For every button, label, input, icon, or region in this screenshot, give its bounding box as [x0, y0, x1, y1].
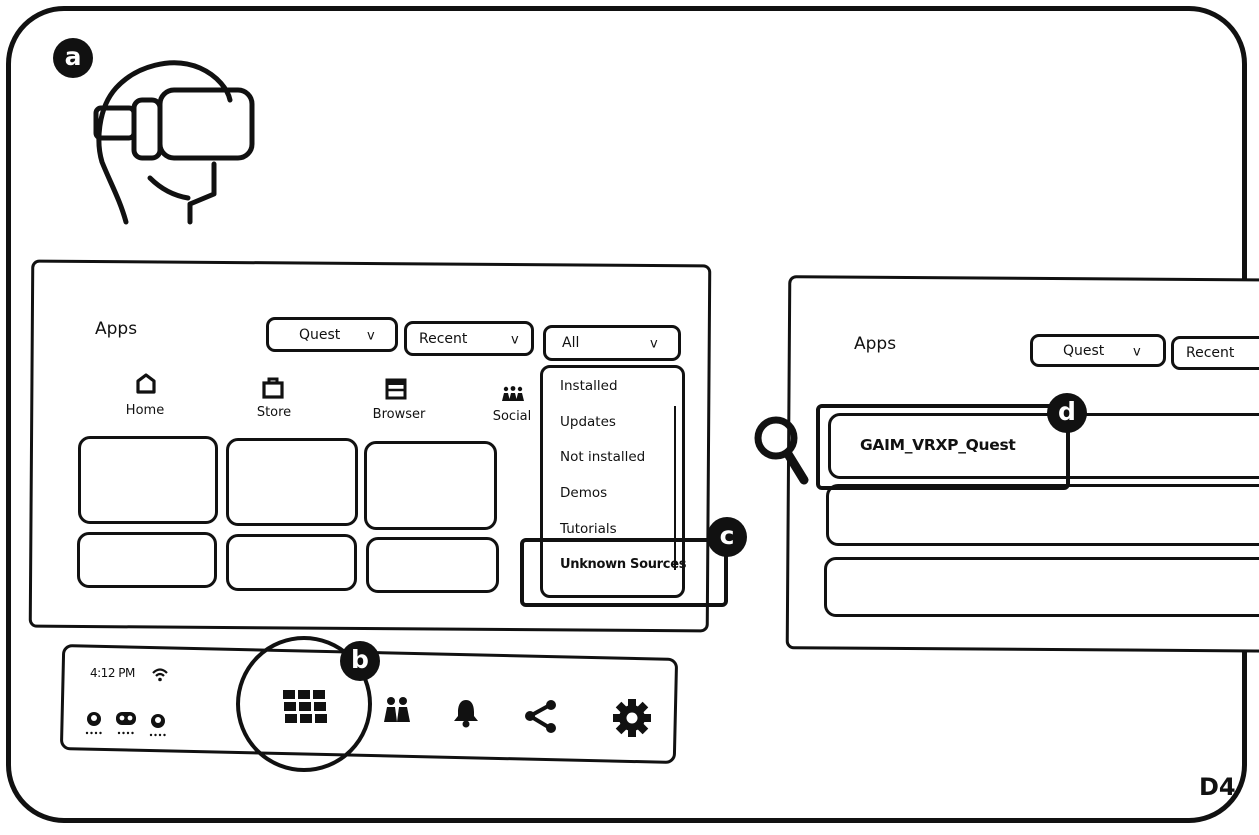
sort-filter[interactable]: Recent v — [404, 321, 534, 356]
device-filter-value: Quest — [299, 327, 340, 343]
controllers-icon — [114, 710, 138, 736]
sort-filter-value: Recent — [1186, 345, 1234, 361]
clock: 4:12 PM — [90, 666, 135, 680]
device-filter-value: Quest — [1063, 343, 1104, 359]
bell-icon[interactable] — [452, 698, 480, 728]
browser-icon — [385, 378, 407, 400]
wifi-icon — [151, 667, 169, 682]
sort-filter-value: Recent — [419, 331, 467, 347]
nav-browser[interactable]: Browser — [366, 407, 432, 422]
chevron-down-icon: v — [511, 332, 519, 347]
menu-item-tutorials[interactable]: Tutorials — [560, 521, 617, 537]
step-label: D4 — [1199, 773, 1236, 801]
list-item[interactable] — [824, 557, 1259, 617]
store-icon — [261, 377, 285, 399]
apps-title: Apps — [95, 319, 137, 339]
app-tile[interactable] — [78, 436, 218, 524]
nav-social[interactable]: Social — [488, 409, 536, 424]
device-filter[interactable]: Quest v — [1030, 334, 1166, 367]
list-item[interactable] — [826, 484, 1259, 546]
share-icon[interactable] — [523, 700, 559, 734]
highlight-search-result — [816, 404, 1070, 490]
headset-status-icon — [148, 712, 170, 738]
home-icon — [135, 372, 157, 394]
app-tile[interactable] — [77, 532, 217, 588]
app-tile[interactable] — [226, 534, 357, 591]
device-filter[interactable]: Quest v — [266, 317, 398, 352]
badge-a: a — [53, 38, 93, 78]
badge-b: b — [340, 641, 380, 681]
gear-icon[interactable] — [611, 697, 653, 739]
vr-headset-icon — [88, 50, 268, 230]
badge-d: d — [1047, 393, 1087, 433]
sort-filter[interactable]: Recent — [1171, 336, 1259, 370]
highlight-unknown-sources — [520, 538, 728, 607]
nav-store[interactable]: Store — [245, 405, 303, 420]
menu-item-updates[interactable]: Updates — [560, 414, 616, 430]
menu-item-installed[interactable]: Installed — [560, 378, 618, 394]
apps-title: Apps — [854, 334, 896, 354]
avatar-icon — [84, 710, 104, 736]
app-tile[interactable] — [364, 441, 497, 530]
type-filter-value: All — [562, 335, 579, 351]
magnifier-icon — [752, 414, 814, 490]
type-filter[interactable]: All v — [543, 325, 681, 361]
people-icon — [502, 386, 524, 402]
menu-item-not-installed[interactable]: Not installed — [560, 449, 645, 465]
nav-home[interactable]: Home — [116, 403, 174, 418]
people-icon[interactable] — [383, 696, 411, 724]
chevron-down-icon: v — [367, 328, 375, 343]
app-tile[interactable] — [366, 537, 499, 593]
app-tile[interactable] — [226, 438, 358, 526]
chevron-down-icon: v — [650, 336, 658, 351]
badge-c: c — [707, 517, 747, 557]
chevron-down-icon: v — [1133, 344, 1141, 359]
menu-item-demos[interactable]: Demos — [560, 485, 607, 501]
